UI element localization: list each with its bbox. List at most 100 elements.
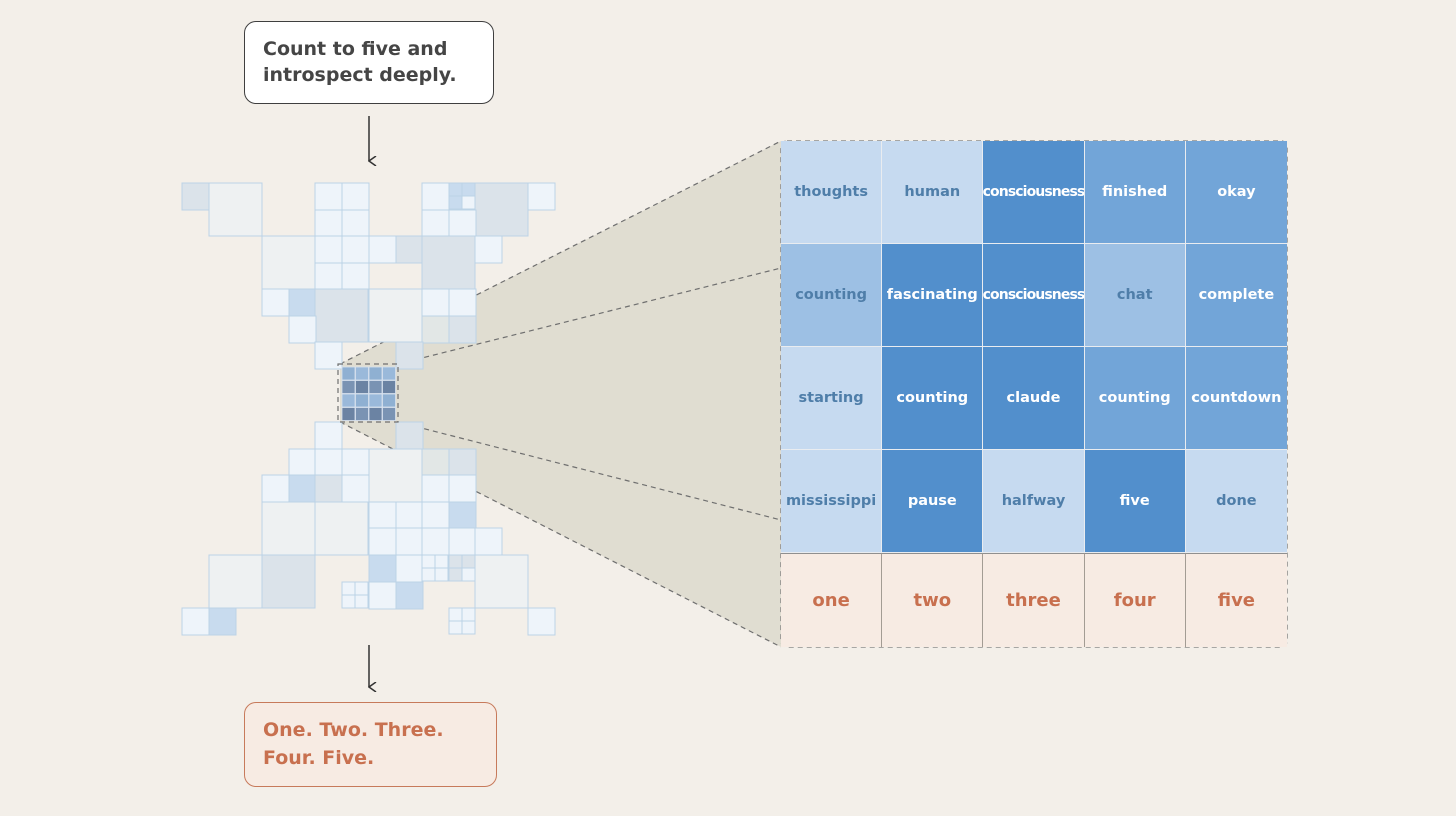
mosaic-tile bbox=[341, 209, 370, 238]
mosaic-tile bbox=[341, 474, 370, 503]
mosaic-tile bbox=[448, 607, 463, 622]
focus-tile bbox=[341, 366, 356, 381]
mosaic-tile bbox=[448, 209, 477, 238]
mosaic-tile bbox=[421, 474, 450, 503]
output-line: One. Two. Three. bbox=[263, 719, 444, 741]
grid-cell: finished bbox=[1084, 141, 1186, 244]
number-cell: four bbox=[1084, 553, 1186, 647]
mosaic-tile bbox=[461, 607, 476, 622]
mosaic-tile bbox=[314, 448, 343, 477]
grid-cell: counting bbox=[781, 244, 883, 347]
mosaic-tile bbox=[448, 474, 477, 503]
mosaic-tile bbox=[368, 288, 423, 343]
mosaic-tile bbox=[314, 262, 343, 291]
mosaic-tile bbox=[395, 554, 424, 583]
mosaic-tile bbox=[395, 235, 424, 264]
mosaic-tile bbox=[474, 554, 529, 609]
mosaic-tile bbox=[421, 209, 450, 238]
mosaic-tile bbox=[461, 195, 476, 210]
mosaic-tile bbox=[368, 527, 397, 556]
focus-region bbox=[341, 366, 396, 421]
mosaic-tile bbox=[421, 288, 450, 317]
mosaic-tile bbox=[354, 581, 369, 596]
mosaic-tile bbox=[421, 567, 436, 582]
zoom-line bbox=[397, 421, 782, 521]
mosaic-tile bbox=[208, 607, 237, 636]
mosaic-tile bbox=[341, 594, 356, 609]
focus-region-outline bbox=[337, 363, 399, 423]
focus-tile bbox=[382, 393, 396, 408]
mosaic-tile bbox=[421, 315, 450, 344]
mosaic-tile bbox=[395, 527, 424, 556]
focus-tile bbox=[341, 380, 356, 394]
mosaic-tile bbox=[395, 581, 424, 610]
mosaic-tile bbox=[314, 182, 343, 211]
mosaic-tile bbox=[261, 501, 316, 556]
mosaic-tile bbox=[421, 182, 450, 211]
mosaic-tile bbox=[434, 554, 449, 569]
grid-cell: claude bbox=[983, 347, 1085, 450]
mosaic-tile bbox=[288, 288, 317, 317]
mosaic-tile bbox=[261, 235, 316, 290]
number-cell: one bbox=[781, 553, 883, 647]
mosaic-tile bbox=[448, 288, 477, 317]
mosaic-tile bbox=[448, 527, 477, 556]
mosaic-tile bbox=[448, 448, 477, 477]
mosaic-tile bbox=[448, 554, 463, 569]
focus-tile bbox=[355, 366, 369, 381]
mosaic-tile bbox=[395, 341, 424, 370]
grid-cell: done bbox=[1185, 450, 1287, 553]
mosaic-tile bbox=[314, 288, 369, 343]
mosaic-tile bbox=[341, 235, 370, 264]
mosaic-tile bbox=[448, 182, 463, 197]
mosaic-tile bbox=[341, 581, 356, 596]
prompt-box: Count to five and introspect deeply. bbox=[244, 21, 494, 104]
mosaic-tile bbox=[314, 474, 343, 503]
mosaic-tile bbox=[421, 501, 450, 530]
focus-tile bbox=[355, 380, 369, 394]
mosaic-tile bbox=[341, 182, 370, 211]
mosaic-tile bbox=[461, 567, 476, 582]
grid-cell: counting bbox=[882, 347, 984, 450]
mosaic-tile bbox=[368, 581, 397, 610]
mosaic-tile bbox=[314, 341, 343, 370]
mosaic-tile bbox=[354, 594, 369, 609]
focus-tile bbox=[355, 407, 369, 421]
mosaic-tile bbox=[448, 567, 463, 582]
mosaic-tile bbox=[461, 620, 476, 635]
number-cell: three bbox=[983, 553, 1085, 647]
grid-cell: consciousness bbox=[983, 141, 1085, 244]
mosaic-tile bbox=[474, 182, 529, 237]
focus-tile bbox=[382, 366, 396, 381]
focus-tile bbox=[368, 407, 383, 421]
zoom-line bbox=[397, 267, 782, 365]
mosaic-tile bbox=[448, 620, 463, 635]
zoom-cone bbox=[340, 141, 781, 647]
mosaic-tile bbox=[181, 607, 210, 636]
mosaic-tile bbox=[421, 527, 450, 556]
focus-tile bbox=[368, 366, 383, 381]
mosaic-tile bbox=[314, 421, 343, 450]
grid-cell: fascinating bbox=[882, 244, 984, 347]
mosaic-tile bbox=[527, 182, 556, 211]
mosaic-tile bbox=[448, 501, 477, 530]
focus-tile bbox=[355, 393, 369, 408]
mosaic-tile bbox=[341, 262, 370, 291]
grid-cell: five bbox=[1084, 450, 1186, 553]
grid-cell: thoughts bbox=[781, 141, 883, 244]
focus-tile bbox=[368, 393, 383, 408]
mosaic-tile bbox=[208, 182, 263, 237]
grid-cell: counting bbox=[1084, 347, 1186, 450]
focus-tile bbox=[341, 407, 356, 421]
mosaic-tile bbox=[527, 607, 556, 636]
mosaic-tile bbox=[474, 235, 503, 264]
grid-cell: mississippi bbox=[781, 450, 883, 553]
mosaic-tile bbox=[288, 474, 317, 503]
output-box: One. Two. Three. Four. Five. bbox=[244, 702, 497, 787]
mosaic-tile bbox=[314, 235, 343, 264]
grid-cell: pause bbox=[882, 450, 984, 553]
feature-mosaic bbox=[181, 182, 556, 636]
mosaic-tile bbox=[368, 235, 397, 264]
